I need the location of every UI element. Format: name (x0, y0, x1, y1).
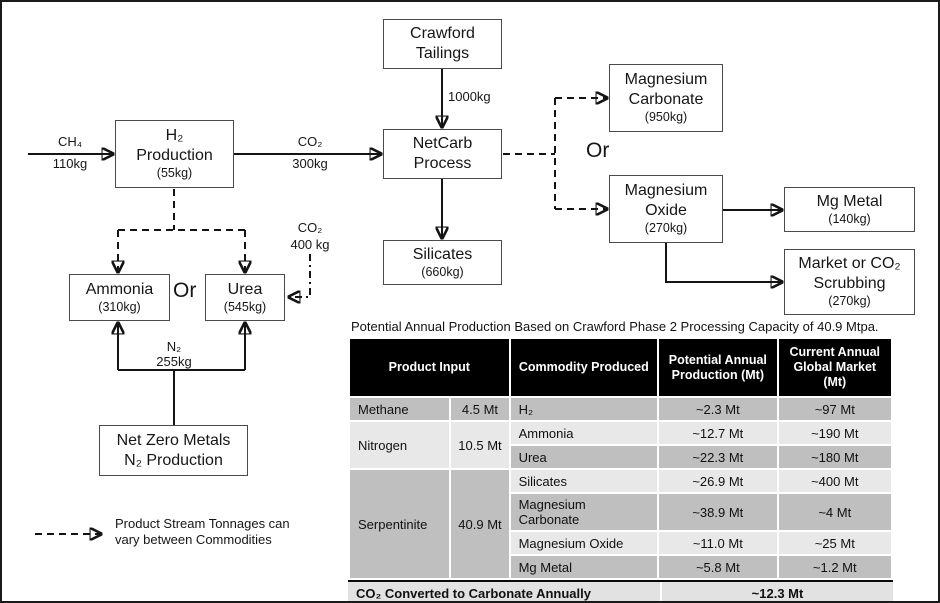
node-title: Ammonia (85, 280, 154, 298)
commodity-cell: Mg Metal (510, 556, 658, 578)
arrow-mgoxide-to-market (665, 243, 782, 282)
edge-label-co2-400-qty: 400 kg (290, 237, 330, 252)
node-title: Magnesium (624, 71, 708, 89)
market-cell: ~190 Mt (778, 422, 891, 444)
node-sub: (310kg) (98, 300, 141, 315)
potential-cell: ~26.9 Mt (659, 470, 777, 492)
edge-label-n2: N₂ (166, 339, 182, 354)
dashdot-co2-to-urea (289, 254, 311, 297)
header-commodity: Commodity Produced (510, 339, 658, 396)
edge-label-ch4-qty: 110kg (52, 156, 88, 171)
table-row: Magnesium Oxide ~11.0 Mt ~25 Mt (350, 532, 891, 554)
node-title: NetCarb (412, 135, 473, 153)
footer-label: CO₂ Converted to Carbonate Annually (348, 582, 660, 601)
node-sub: (55kg) (156, 166, 193, 181)
table-row: Urea ~22.3 Mt ~180 Mt (350, 446, 891, 468)
production-table: Product Input Commodity Produced Potenti… (348, 337, 893, 580)
node-market-co2-scrubbing: Market or CO₂ Scrubbing (270kg) (784, 249, 915, 315)
table-row: Mg Metal ~5.8 Mt ~1.2 Mt (350, 556, 891, 578)
input-amount-cell: 10.5 Mt (451, 422, 509, 468)
market-cell: ~400 Mt (778, 470, 891, 492)
table-caption: Potential Annual Production Based on Cra… (351, 319, 879, 334)
node-title: Urea (227, 280, 263, 298)
potential-cell: ~11.0 Mt (659, 532, 777, 554)
header-market: Current Annual Global Market (Mt) (778, 339, 891, 396)
node-title: N₂ Production (124, 451, 223, 469)
table-row: Magnesium Carbonate ~38.9 Mt ~4 Mt (350, 494, 891, 530)
node-sub: (140kg) (828, 212, 871, 227)
market-cell: ~4 Mt (778, 494, 891, 530)
node-magnesium-oxide: Magnesium Oxide (270kg) (609, 175, 723, 243)
market-cell: ~97 Mt (778, 398, 891, 420)
header-potential: Potential Annual Production (Mt) (659, 339, 777, 396)
node-sub: (270kg) (644, 221, 688, 236)
market-cell: ~1.2 Mt (778, 556, 891, 578)
node-sub: (270kg) (828, 294, 871, 309)
node-silicates: Silicates (660kg) (383, 240, 502, 285)
node-crawford-tailings: Crawford Tailings (383, 19, 502, 69)
commodity-cell: Magnesium Oxide (510, 532, 658, 554)
table-row: Nitrogen 10.5 Mt Ammonia ~12.7 Mt ~190 M… (350, 422, 891, 468)
commodity-cell: Urea (510, 446, 658, 468)
node-sub: (660kg) (421, 265, 464, 280)
or-label-left: Or (173, 279, 197, 302)
node-title: Production (136, 146, 213, 164)
edge-label-co2: CO₂ (297, 134, 323, 149)
node-title: H₂ (165, 127, 184, 145)
node-sub: (950kg) (644, 110, 688, 125)
node-h2-production: H₂ Production (55kg) (115, 120, 234, 188)
edge-label-ch4: CH₄ (57, 134, 83, 149)
footer-value: ~12.3 Mt (662, 582, 893, 601)
node-urea: Urea (545kg) (205, 274, 285, 321)
node-title: Net Zero Metals (116, 431, 231, 449)
or-label-right: Or (586, 139, 610, 162)
legend-line: Product Stream Tonnages can (115, 516, 290, 531)
potential-cell: ~22.3 Mt (659, 446, 777, 468)
commodity-cell: Magnesium Carbonate (510, 494, 658, 530)
node-net-zero-metals: Net Zero Metals N₂ Production (99, 425, 248, 476)
node-title: Scrubbing (813, 274, 886, 292)
edge-label-co2-400: CO₂ (297, 220, 323, 235)
node-title: Magnesium (624, 182, 708, 200)
node-title: Market or CO₂ (798, 255, 901, 273)
table-row: Methane 4.5 Mt H₂ ~2.3 Mt ~97 Mt (350, 398, 891, 420)
potential-cell: ~2.3 Mt (659, 398, 777, 420)
commodity-cell: Silicates (510, 470, 658, 492)
edge-label-tailings-qty: 1000kg (448, 89, 491, 104)
potential-cell: ~5.8 Mt (659, 556, 777, 578)
table-footer: CO₂ Converted to Carbonate Annually ~12.… (348, 580, 893, 601)
potential-cell: ~12.7 Mt (659, 422, 777, 444)
node-title: Tailings (415, 45, 470, 62)
table-header-row: Product Input Commodity Produced Potenti… (350, 339, 891, 396)
node-magnesium-carbonate: Magnesium Carbonate (950kg) (609, 64, 723, 132)
node-ammonia: Ammonia (310kg) (69, 274, 170, 321)
input-name-cell: Nitrogen (350, 422, 450, 468)
legend-line: vary between Commodities (115, 532, 272, 547)
table-row: Serpentinite 40.9 Mt Silicates ~26.9 Mt … (350, 470, 891, 578)
node-title: Mg Metal (816, 192, 883, 210)
header-product-input: Product Input (350, 339, 509, 396)
input-name-cell: Serpentinite (350, 470, 450, 578)
commodity-cell: H₂ (510, 398, 658, 420)
input-name-cell: Methane (350, 398, 450, 420)
node-title: Oxide (645, 201, 687, 219)
node-title: Crawford (410, 25, 475, 43)
node-mg-metal: Mg Metal (140kg) (784, 187, 915, 232)
legend: Product Stream Tonnages can vary between… (115, 516, 305, 548)
node-netcarb-process: NetCarb Process (383, 129, 502, 179)
input-amount-cell: 4.5 Mt (451, 398, 509, 420)
edge-label-co2-qty: 300kg (292, 156, 328, 171)
node-title: Process (413, 155, 472, 172)
node-title: Carbonate (628, 90, 704, 108)
edge-label-n2-qty: 255kg (156, 354, 192, 369)
input-amount-cell: 40.9 Mt (451, 470, 509, 578)
commodity-cell: Ammonia (510, 422, 658, 444)
potential-cell: ~38.9 Mt (659, 494, 777, 530)
node-sub: (545kg) (223, 300, 267, 315)
node-title: Silicates (412, 245, 473, 263)
production-table-section: Potential Annual Production Based on Cra… (348, 319, 893, 601)
market-cell: ~180 Mt (778, 446, 891, 468)
market-cell: ~25 Mt (778, 532, 891, 554)
